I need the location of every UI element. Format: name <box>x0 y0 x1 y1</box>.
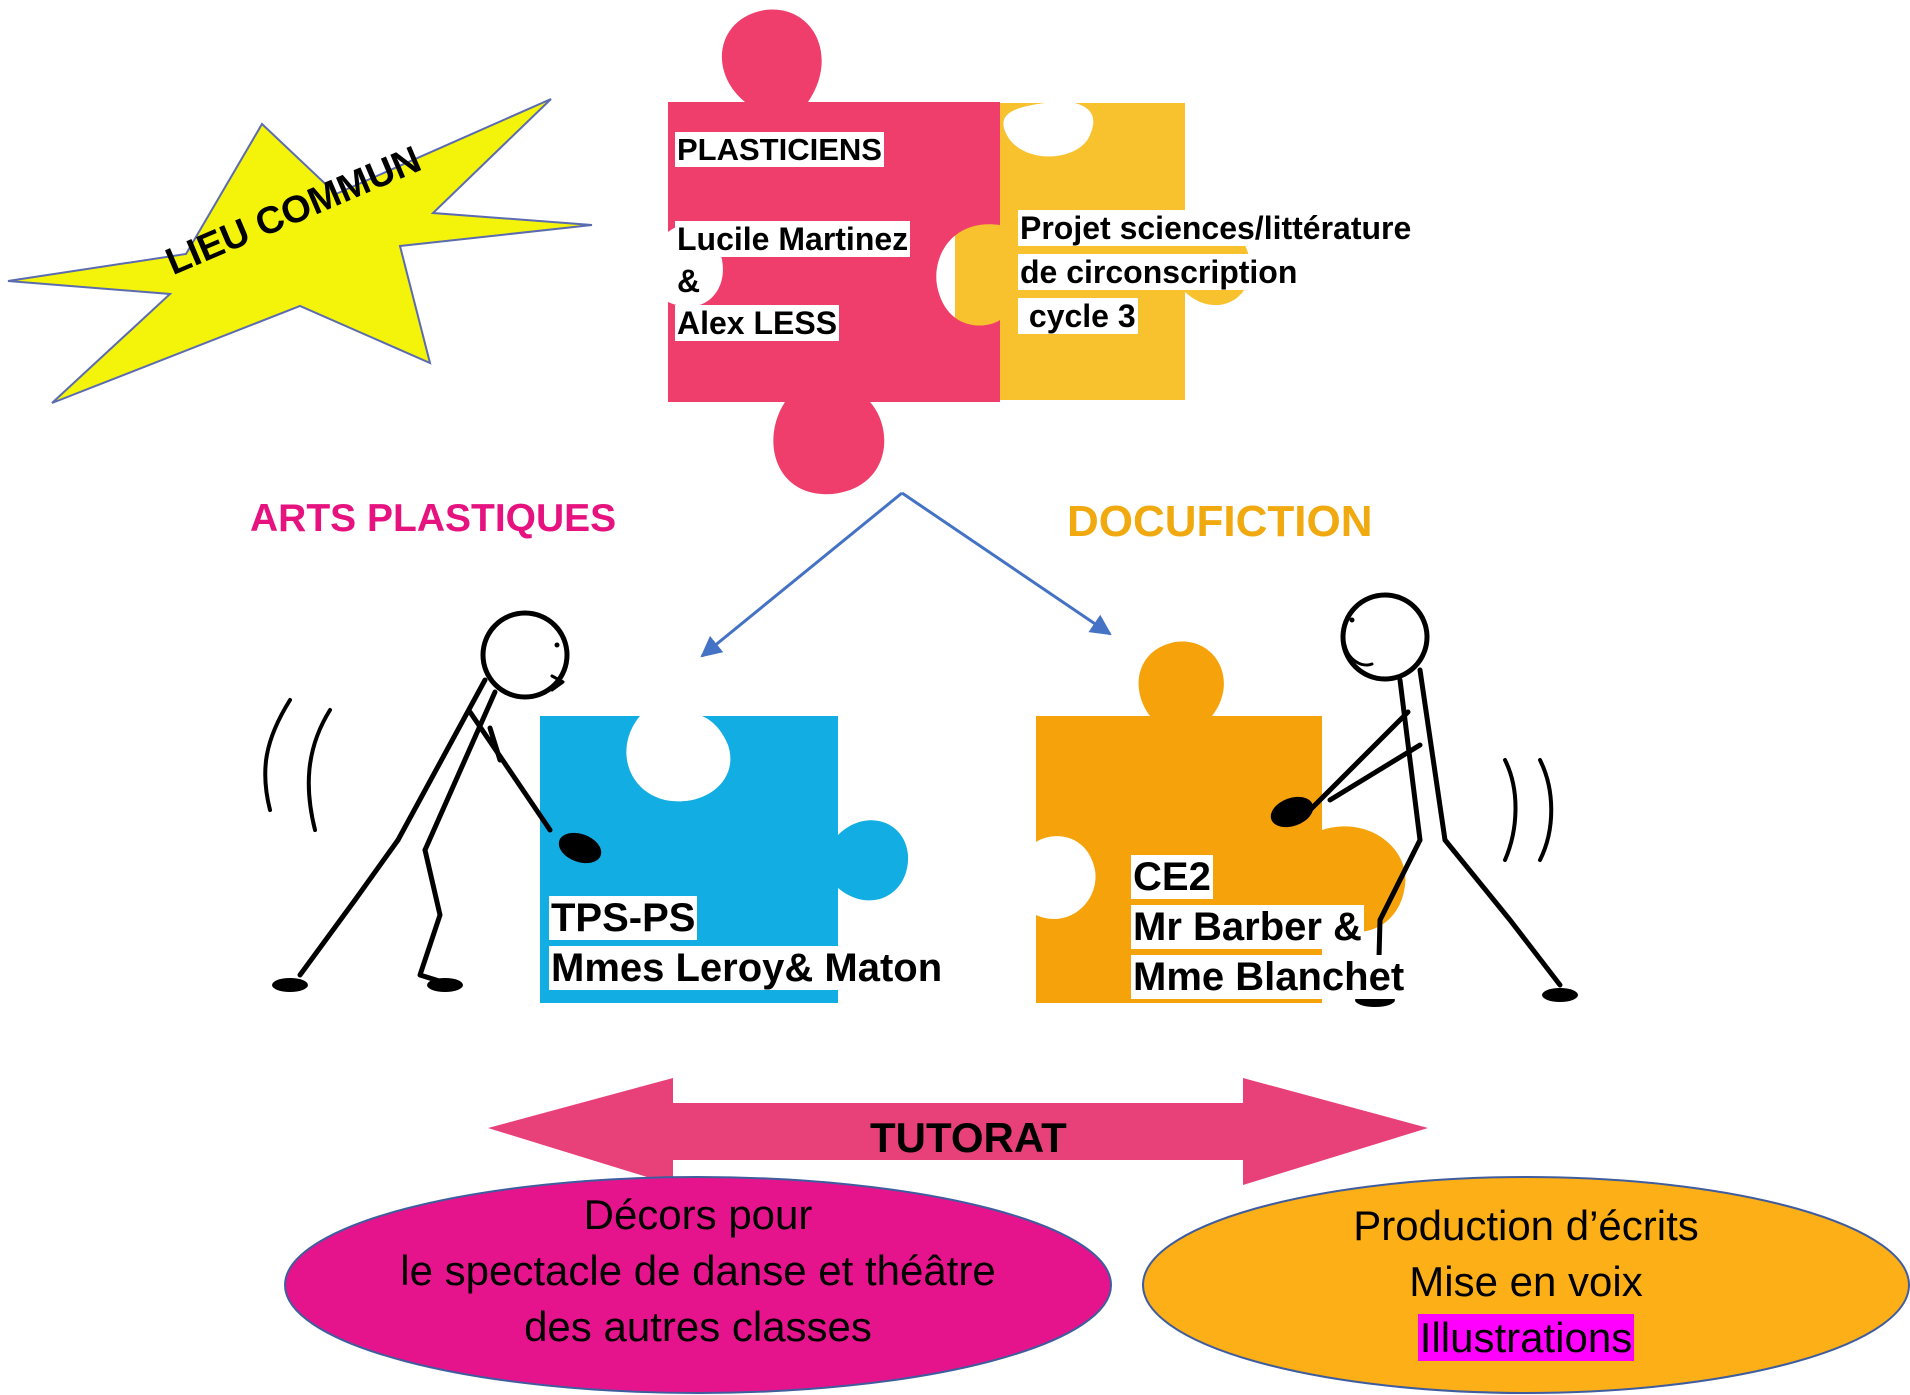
right-figure-hand <box>1270 796 1314 828</box>
left-figure-head <box>480 610 570 700</box>
ellipse-left-text: Décors pour le spectacle de danse et thé… <box>300 1187 1096 1355</box>
projet-line-2: de circonscription <box>1018 254 1300 290</box>
ellipse-right-line-3: Illustrations <box>1417 1314 1635 1361</box>
ellipse-left-line-1: Décors pour <box>583 1191 813 1238</box>
ellipse-left <box>284 1176 1112 1394</box>
left-figure-hand <box>558 832 602 864</box>
orange-piece-line-1: CE2 <box>1131 855 1213 899</box>
ellipse-right-text: Production d’écrits Mise en voix Illustr… <box>1226 1198 1826 1366</box>
plasticiens-title-text: PLASTICIENS <box>675 132 884 167</box>
left-figure-eye <box>554 642 560 648</box>
tutorat-double-arrow <box>488 1078 1428 1185</box>
right-figure-smile <box>1343 643 1374 667</box>
left-motion-lines <box>263 698 332 832</box>
projet-label: Projet sciences/littérature de circonscr… <box>1018 206 1414 338</box>
ellipse-right <box>1142 1176 1910 1394</box>
tutorat-label: TUTORAT <box>870 1114 1067 1161</box>
right-figure-eye <box>1349 617 1355 623</box>
ellipse-right-line-2: Mise en voix <box>1409 1258 1643 1305</box>
plasticien-name-1: Lucile Martinez <box>675 221 911 257</box>
left-figure-foot-left <box>272 978 308 992</box>
right-figure-body <box>1397 667 1448 843</box>
plasticiens-names: Lucile Martinez & Alex LESS <box>675 218 911 344</box>
blue-piece-label: TPS-PS Mmes Leroy& Maton <box>549 893 945 993</box>
orange-piece-label: CE2 Mr Barber & Mme Blanchet <box>1131 852 1407 1002</box>
left-figure-legs <box>297 837 455 988</box>
left-figure-arm <box>467 709 553 833</box>
ellipse-left-line-3: des autres classes <box>524 1303 872 1350</box>
plasticien-name-2: Alex LESS <box>675 305 840 341</box>
stick-figure-left <box>263 610 602 992</box>
left-figure-body <box>395 677 498 853</box>
right-figure-arm <box>1307 709 1423 813</box>
plasticien-ampersand: & <box>675 263 703 299</box>
right-motion-lines <box>1503 758 1554 862</box>
orange-piece-line-3: Mme Blanchet <box>1131 955 1407 999</box>
ellipse-left-line-2: le spectacle de danse et théâtre <box>400 1247 996 1294</box>
stick-figure-right <box>1270 592 1578 1007</box>
connector-arrow-left <box>700 491 903 658</box>
blue-piece-line-1: TPS-PS <box>549 896 698 940</box>
right-figure-head <box>1340 592 1430 682</box>
heading-arts-plastiques: ARTS PLASTIQUES <box>250 497 617 540</box>
projet-line-1: Projet sciences/littérature <box>1018 210 1414 246</box>
plasticiens-title: PLASTICIENS <box>675 132 884 168</box>
connector-arrow-right <box>901 491 1112 636</box>
heading-docufiction: DOCUFICTION <box>1067 497 1373 546</box>
left-figure-mouth <box>550 674 565 692</box>
right-figure-foot-right <box>1542 988 1578 1002</box>
left-figure-foot-right <box>427 978 463 992</box>
projet-line-3: cycle 3 <box>1018 298 1138 334</box>
orange-piece-line-2: Mr Barber & <box>1131 905 1364 949</box>
blue-piece-line-2: Mmes Leroy& Maton <box>549 946 945 990</box>
ellipse-right-line-1: Production d’écrits <box>1353 1202 1699 1249</box>
lieu-commun-star <box>7 98 593 404</box>
